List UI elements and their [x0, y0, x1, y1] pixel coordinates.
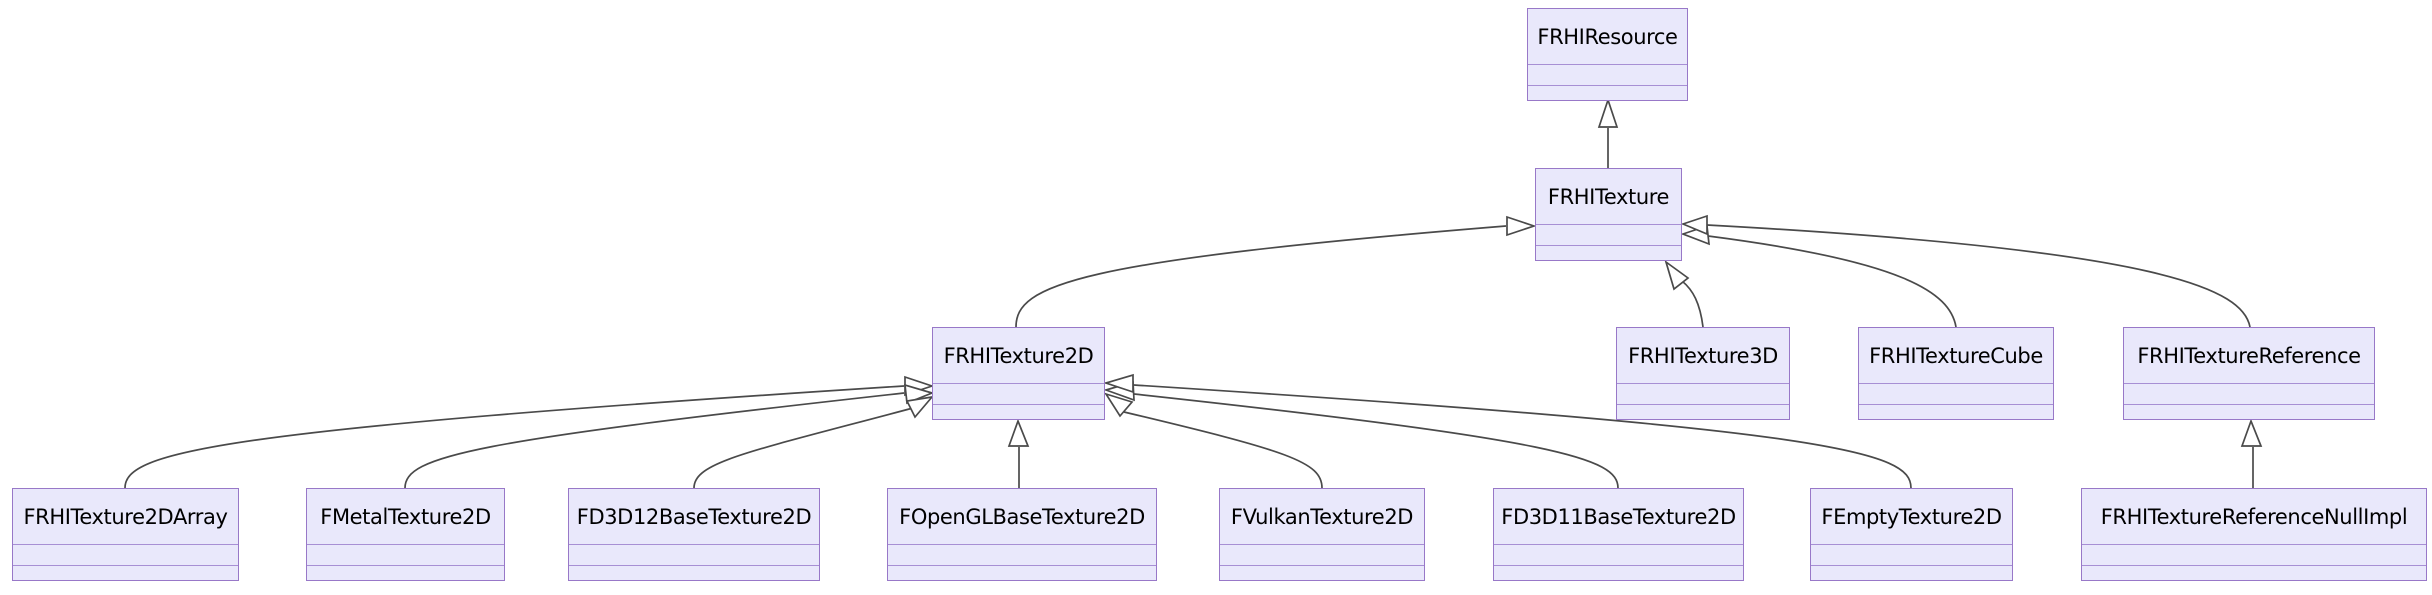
- class-box-fd3d11basetexture2d: FD3D11BaseTexture2D: [1493, 488, 1744, 581]
- methods-compartment: [1617, 405, 1789, 418]
- class-box-frhitexture3d: FRHITexture3D: [1616, 327, 1790, 420]
- methods-compartment: [1536, 246, 1681, 259]
- edge-frhitexturecube-to-frhitexture: [1707, 235, 1957, 328]
- inheritance-arrow: [1664, 259, 1690, 291]
- edge-fmetaltexture2d-to-frhitexture2d: [404, 392, 905, 489]
- class-name: FEmptyTexture2D: [1811, 489, 2012, 545]
- class-name: FRHITexture2D: [933, 328, 1104, 384]
- class-box-frhitexture: FRHITexture: [1535, 168, 1682, 261]
- edge-frhitexture2d-to-frhitexture: [1015, 225, 1507, 328]
- methods-compartment: [13, 566, 238, 579]
- class-box-frhitexture2darray: FRHITexture2DArray: [12, 488, 239, 581]
- attributes-compartment: [1536, 225, 1681, 246]
- attributes-compartment: [1528, 65, 1687, 86]
- class-box-femptytexture2d: FEmptyTexture2D: [1810, 488, 2013, 581]
- inheritance-arrow: [904, 383, 935, 405]
- inheritance-arrow: [1680, 214, 1708, 236]
- class-box-fopenglbasetexture2d: FOpenGLBaseTexture2D: [887, 488, 1157, 581]
- methods-compartment: [307, 566, 504, 579]
- attributes-compartment: [1220, 545, 1424, 566]
- methods-compartment: [569, 566, 819, 579]
- edge-fd3d11basetexture2d-to-frhitexture2d: [1133, 393, 1619, 489]
- attributes-compartment: [888, 545, 1156, 566]
- methods-compartment: [2082, 566, 2426, 579]
- class-box-frhitexture2d: FRHITexture2D: [932, 327, 1105, 420]
- edge-frhitexturereference-to-frhitexture: [1706, 224, 2251, 328]
- attributes-compartment: [933, 384, 1104, 405]
- methods-compartment: [933, 405, 1104, 418]
- attributes-compartment: [1811, 545, 2012, 566]
- methods-compartment: [1528, 86, 1687, 99]
- attributes-compartment: [307, 545, 504, 566]
- methods-compartment: [1220, 566, 1424, 579]
- class-name: FVulkanTexture2D: [1220, 489, 1424, 545]
- inheritance-arrow: [905, 395, 935, 419]
- class-box-fd3d12basetexture2d: FD3D12BaseTexture2D: [568, 488, 820, 581]
- methods-compartment: [1859, 405, 2053, 418]
- class-box-fvulkantexture2d: FVulkanTexture2D: [1219, 488, 1425, 581]
- class-box-frhitexturecube: FRHITextureCube: [1858, 327, 2054, 420]
- inheritance-arrow: [1506, 215, 1537, 237]
- class-name: FRHITextureCube: [1859, 328, 2053, 384]
- inheritance-arrow: [1597, 97, 1619, 128]
- class-name: FRHITexture3D: [1617, 328, 1789, 384]
- class-box-frhiresource: FRHIResource: [1527, 8, 1688, 101]
- attributes-compartment: [1859, 384, 2053, 405]
- edge-fd3d12basetexture2d-to-frhitexture2d: [693, 407, 914, 489]
- class-box-fmetaltexture2d: FMetalTexture2D: [306, 488, 505, 581]
- inheritance-arrow: [1007, 418, 1030, 447]
- class-name: FOpenGLBaseTexture2D: [888, 489, 1156, 545]
- class-name: FRHITextureReference: [2124, 328, 2374, 384]
- attributes-compartment: [569, 545, 819, 566]
- class-box-frhitexturereferencenullimpl: FRHITextureReferenceNullImpl: [2081, 488, 2427, 581]
- class-name: FRHIResource: [1528, 9, 1687, 65]
- attributes-compartment: [2124, 384, 2374, 405]
- attributes-compartment: [2082, 545, 2426, 566]
- attributes-compartment: [13, 545, 238, 566]
- class-box-frhitexturereference: FRHITextureReference: [2123, 327, 2375, 420]
- edge-fvulkantexture2d-to-frhitexture2d: [1123, 411, 1323, 489]
- attributes-compartment: [1494, 545, 1743, 566]
- attributes-compartment: [1617, 384, 1789, 405]
- edge-femptytexture2d-to-frhitexture2d: [1133, 384, 1912, 489]
- methods-compartment: [1494, 566, 1743, 579]
- class-name: FD3D11BaseTexture2D: [1494, 489, 1743, 545]
- class-name: FRHITexture: [1536, 169, 1681, 225]
- class-name: FMetalTexture2D: [307, 489, 504, 545]
- inheritance-arrow: [1103, 373, 1134, 394]
- class-name: FRHITexture2DArray: [13, 489, 238, 545]
- inheritance-arrow: [2240, 418, 2263, 447]
- edge-frhitexture2darray-to-frhitexture2d: [124, 385, 905, 489]
- methods-compartment: [2124, 405, 2374, 418]
- edge-frhitexture3d-to-frhitexture: [1681, 280, 1704, 328]
- class-name: FRHITextureReferenceNullImpl: [2082, 489, 2426, 545]
- methods-compartment: [1811, 566, 2012, 579]
- inheritance-arrow: [1104, 392, 1134, 418]
- methods-compartment: [888, 566, 1156, 579]
- class-name: FD3D12BaseTexture2D: [569, 489, 819, 545]
